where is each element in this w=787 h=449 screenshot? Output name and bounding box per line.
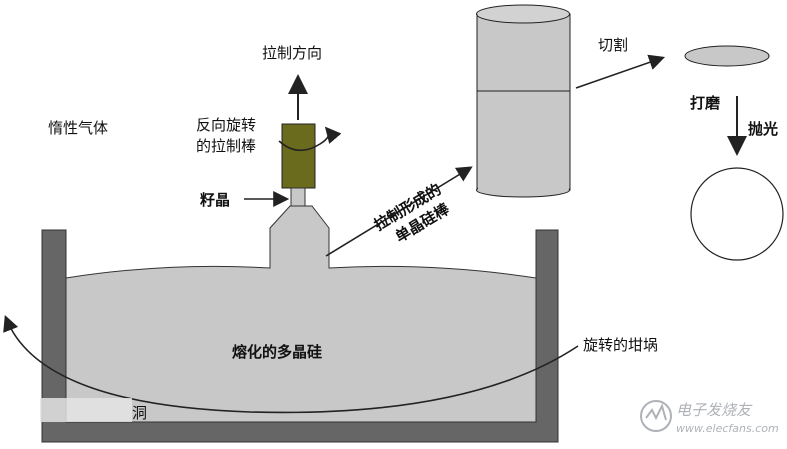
cutting-arrow bbox=[575, 54, 666, 89]
label-molten-polysilicon: 熔化的多晶硅 bbox=[232, 343, 322, 361]
sliced-wafer bbox=[684, 45, 770, 67]
label-grinding: 打磨 bbox=[690, 94, 721, 112]
label-polishing: 抛光 bbox=[748, 120, 778, 138]
blurred-corner-patch bbox=[40, 398, 132, 422]
label-pull-direction: 拉制方向 bbox=[262, 44, 322, 62]
rod-rotation-arrow bbox=[278, 126, 342, 152]
label-reverse-rotation-2: 的拉制棒 bbox=[196, 137, 256, 155]
watermark-logo-icon bbox=[640, 400, 672, 432]
label-inert-gas: 惰性气体 bbox=[48, 119, 108, 137]
watermark: 电子发烧友 www.elecfans.com bbox=[640, 400, 779, 435]
ingot-formation-arrow bbox=[325, 166, 473, 257]
label-corner-fragment: 洞 bbox=[132, 404, 147, 422]
molten-polysilicon bbox=[65, 205, 537, 423]
label-rotating-crucible: 旋转的坩埚 bbox=[583, 336, 658, 354]
watermark-cn: 电子发烧友 bbox=[676, 401, 753, 419]
watermark-url: www.elecfans.com bbox=[676, 422, 779, 435]
label-pulled-rod: 拉制形成的 单晶硅棒 bbox=[371, 180, 454, 246]
crucible-rotation-arrow bbox=[3, 315, 579, 414]
seed-crystal-stub bbox=[290, 187, 306, 207]
label-reverse-rotation-1: 反向旋转 bbox=[196, 116, 256, 134]
label-seed-crystal: 籽晶 bbox=[200, 191, 230, 209]
polished-wafer bbox=[690, 167, 784, 261]
silicon-ingot bbox=[476, 4, 571, 198]
label-cutting: 切割 bbox=[598, 36, 628, 54]
seed-holder-rod bbox=[281, 123, 316, 189]
